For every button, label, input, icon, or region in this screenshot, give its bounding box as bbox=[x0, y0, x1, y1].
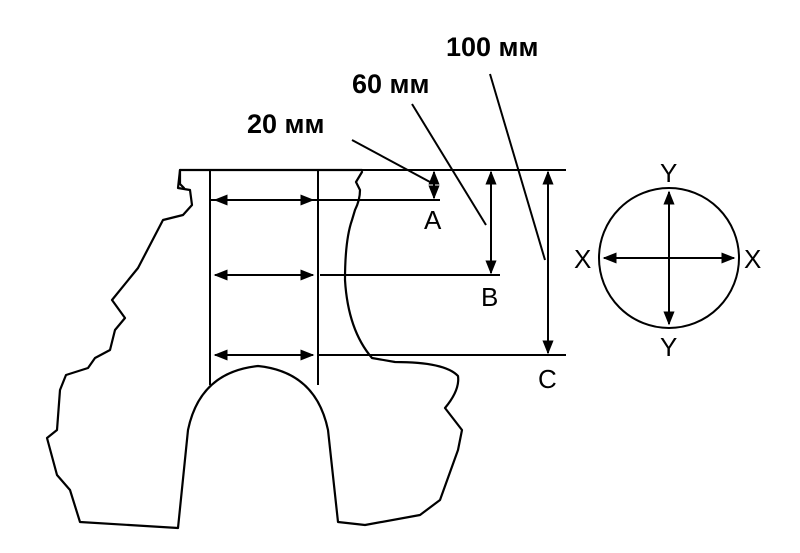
leader-100 bbox=[489, 73, 546, 261]
dimension-20-label: 20 мм bbox=[247, 109, 324, 139]
level-b-label: B bbox=[481, 282, 498, 312]
block-top-notch bbox=[178, 168, 186, 190]
dimension-100-label: 100 мм bbox=[446, 32, 539, 62]
x-right-label: X bbox=[744, 244, 761, 274]
leader-60 bbox=[411, 103, 487, 226]
y-bottom-label: Y bbox=[660, 332, 677, 362]
bore-circle bbox=[598, 187, 740, 329]
block-left-outline bbox=[45, 168, 464, 530]
level-c-label: C bbox=[538, 364, 557, 394]
leader-20 bbox=[351, 139, 431, 183]
y-top-label: Y bbox=[660, 158, 677, 188]
level-a-label: A bbox=[424, 205, 442, 235]
dimension-60-label: 60 мм bbox=[352, 69, 429, 99]
x-left-label: X bbox=[574, 244, 591, 274]
